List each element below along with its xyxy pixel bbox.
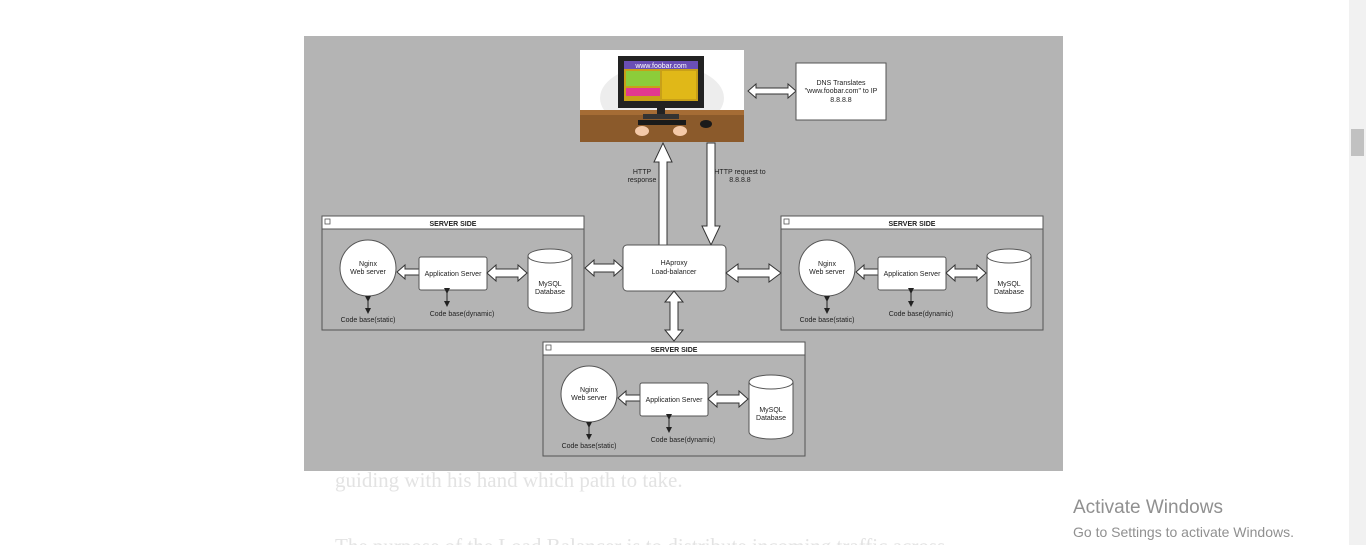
load-balancer-box xyxy=(622,244,727,292)
nginx-label: Nginx xyxy=(359,261,377,268)
nginx-label: Nginx xyxy=(818,261,836,268)
database-cylinder-icon xyxy=(527,256,573,314)
monitor-url-text: www.foobar.com xyxy=(634,63,687,70)
database-cylinder-icon xyxy=(748,382,794,440)
nginx-label: Web server xyxy=(571,395,607,402)
vertical-scrollbar[interactable] xyxy=(1349,0,1366,545)
server-side-block: SERVER SIDE Nginx Web server Application… xyxy=(542,341,806,457)
application-server-label: Application Server xyxy=(425,271,482,278)
load-balancer-label: Load-balancer xyxy=(652,269,697,276)
nginx-label: Nginx xyxy=(580,387,598,394)
database-cylinder-icon xyxy=(986,256,1032,314)
database-label: MySQL xyxy=(538,281,561,288)
architecture-diagram-image: www.foobar.com DNS Translates "www.fooba… xyxy=(304,36,1063,471)
article-paragraph-line: The purpose of the Load Balancer is to d… xyxy=(335,534,945,545)
code-base-dynamic-label: Code base(dynamic) xyxy=(889,311,954,318)
dns-text: 8.8.8.8 xyxy=(830,97,852,104)
application-server-label: Application Server xyxy=(646,397,703,404)
arrow-left-icon xyxy=(396,263,420,281)
server-side-title: SERVER SIDE xyxy=(430,221,477,228)
code-base-static-label: Code base(static) xyxy=(800,317,855,324)
double-arrow-icon xyxy=(584,258,624,278)
database-label: Database xyxy=(756,415,786,422)
application-server-label: Application Server xyxy=(884,271,941,278)
arrow-down-icon xyxy=(701,142,721,247)
http-request-label: 8.8.8.8 xyxy=(729,177,751,184)
nginx-label: Web server xyxy=(350,269,386,276)
server-side-title: SERVER SIDE xyxy=(651,347,698,354)
double-arrow-icon xyxy=(725,263,782,283)
code-base-dynamic-label: Code base(dynamic) xyxy=(651,437,716,444)
double-arrow-icon xyxy=(945,263,987,283)
scrollbar-thumb[interactable] xyxy=(1351,129,1364,156)
double-arrow-icon xyxy=(486,263,528,283)
nginx-circle xyxy=(798,239,856,297)
watermark-subtitle: Go to Settings to activate Windows. xyxy=(1073,524,1294,540)
http-response-label: response xyxy=(628,177,657,184)
nginx-circle xyxy=(560,365,618,423)
dns-text: DNS Translates xyxy=(816,80,866,87)
dns-box xyxy=(795,62,887,121)
database-label: MySQL xyxy=(997,281,1020,288)
dns-text: "www.foobar.com" to IP xyxy=(805,88,878,95)
arrow-left-icon xyxy=(617,389,641,407)
database-label: Database xyxy=(994,289,1024,296)
article-paragraph-line: guiding with his hand which path to take… xyxy=(335,468,683,492)
server-side-title: SERVER SIDE xyxy=(889,221,936,228)
watermark-title: Activate Windows xyxy=(1073,497,1223,518)
database-label: Database xyxy=(535,289,565,296)
arrow-up-icon xyxy=(653,141,673,246)
double-arrow-icon xyxy=(747,82,797,100)
code-base-static-label: Code base(static) xyxy=(562,443,617,450)
code-base-static-label: Code base(static) xyxy=(341,317,396,324)
double-arrow-icon xyxy=(707,389,749,409)
code-base-dynamic-label: Code base(dynamic) xyxy=(430,311,495,318)
http-response-label: HTTP xyxy=(633,169,652,176)
double-arrow-icon xyxy=(663,290,685,342)
server-side-block: SERVER SIDE Nginx Web server Application… xyxy=(321,215,585,331)
http-request-label: HTTP request to xyxy=(714,169,765,176)
activate-windows-watermark: Activate Windows Go to Settings to activ… xyxy=(1073,496,1294,542)
server-side-block: SERVER SIDE Nginx Web server Application… xyxy=(780,215,1044,331)
database-label: MySQL xyxy=(759,407,782,414)
arrow-left-icon xyxy=(855,263,879,281)
load-balancer-label: HAproxy xyxy=(661,260,688,267)
nginx-label: Web server xyxy=(809,269,845,276)
nginx-circle xyxy=(339,239,397,297)
computer-illustration: www.foobar.com xyxy=(580,50,744,142)
